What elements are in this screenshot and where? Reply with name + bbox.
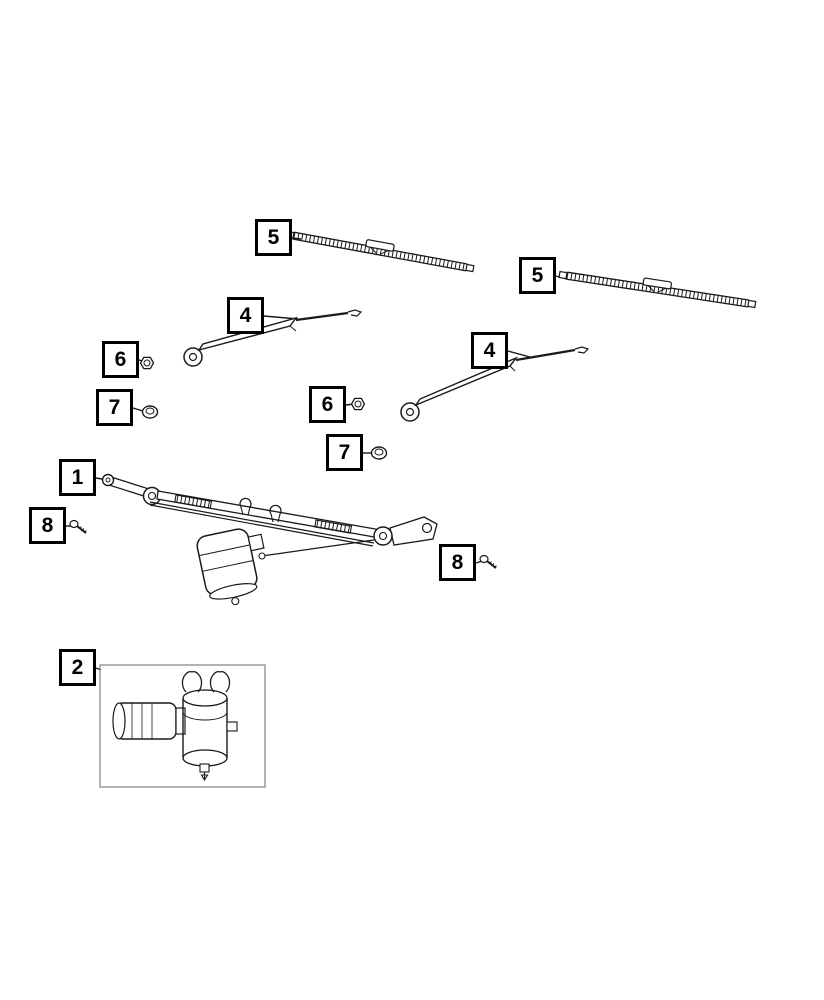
- callout-4-wiper-arm-right[interactable]: 4: [471, 332, 508, 369]
- callout-7-pivot-cap-left[interactable]: 7: [96, 389, 133, 426]
- wiper-blade-left-art: [285, 230, 475, 273]
- pivot-cap-right-art: [370, 446, 388, 460]
- washer-pump-inset-box: [99, 664, 266, 788]
- callout-8-screw-left[interactable]: 8: [29, 507, 66, 544]
- callout-7-pivot-cap-right[interactable]: 7: [326, 434, 363, 471]
- wiper-arm-left-art: [183, 309, 363, 367]
- callout-6-pivot-nut-right[interactable]: 6: [309, 386, 346, 423]
- callout-label: 7: [108, 396, 121, 419]
- callout-label: 2: [71, 656, 84, 679]
- callout-label: 8: [451, 551, 464, 574]
- callout-label: 6: [114, 348, 127, 371]
- callout-label: 4: [483, 339, 496, 362]
- callout-label: 1: [71, 466, 84, 489]
- wiper-arm-right-art: [400, 346, 590, 422]
- callout-5-wiper-blade-left[interactable]: 5: [255, 219, 292, 256]
- callout-1-linkage-assembly[interactable]: 1: [59, 459, 96, 496]
- wiper-linkage-assembly-art: [101, 473, 438, 606]
- callout-6-pivot-nut-left[interactable]: 6: [102, 341, 139, 378]
- callout-4-wiper-arm-left[interactable]: 4: [227, 297, 264, 334]
- callout-label: 4: [239, 304, 252, 327]
- callout-8-screw-right[interactable]: 8: [439, 544, 476, 581]
- pivot-cap-left-art: [141, 405, 159, 419]
- pivot-nut-right-art: [350, 397, 366, 411]
- callout-2-washer-pump[interactable]: 2: [59, 649, 96, 686]
- callout-label: 5: [267, 226, 280, 249]
- mounting-screw-left-art: [69, 519, 87, 534]
- callout-label: 7: [338, 441, 351, 464]
- callout-5-wiper-blade-right[interactable]: 5: [519, 257, 556, 294]
- wiper-blade-right-art: [558, 270, 757, 309]
- callout-label: 8: [41, 514, 54, 537]
- washer-pump-art: [112, 670, 238, 782]
- callout-label: 6: [321, 393, 334, 416]
- callout-label: 5: [531, 264, 544, 287]
- leader-lines: [66, 237, 568, 671]
- pivot-nut-left-art: [139, 356, 155, 370]
- mounting-screw-right-art: [479, 554, 497, 569]
